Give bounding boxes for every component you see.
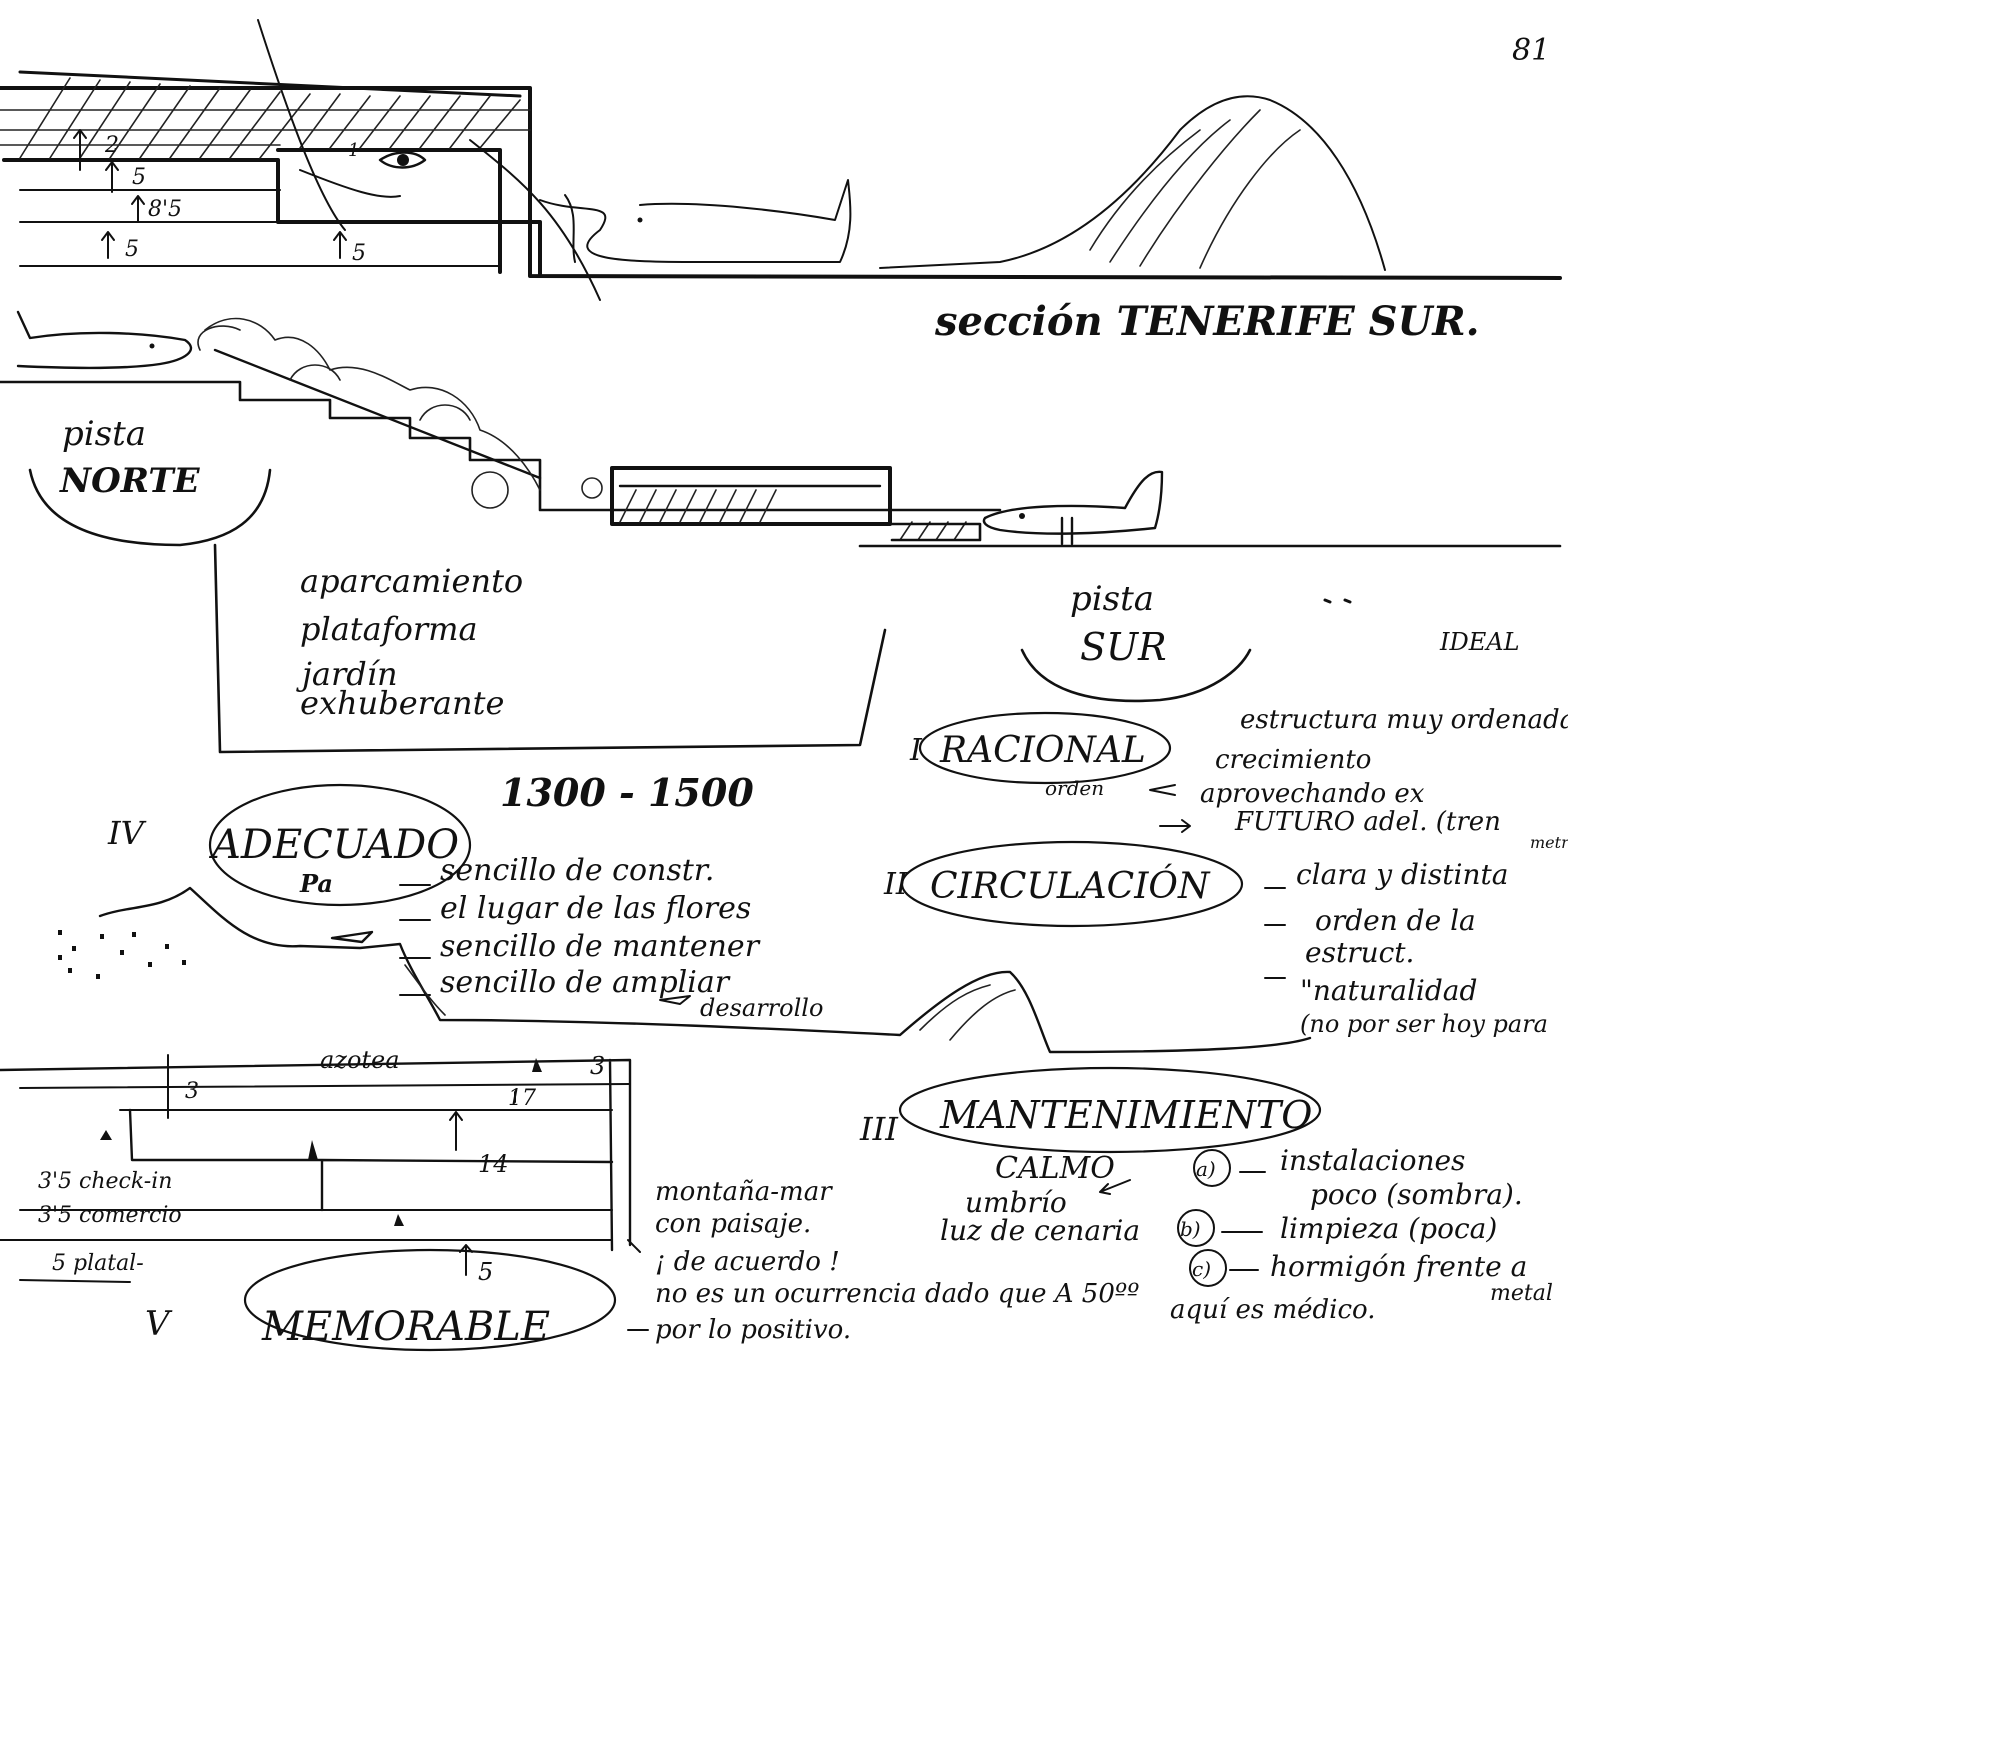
racional-note-2: crecimiento [1215,745,1371,775]
margin-note-ideal: IDEAL [1439,628,1520,656]
program-item-lush: exhuberante [300,684,504,722]
mantenimiento-marker-b: b) [1180,1217,1201,1241]
circulacion-note-5: (no por ser hoy para [1300,1010,1548,1038]
pista-sur-line1: pista [1070,579,1154,619]
memorable-note-5: por lo positivo. [655,1315,851,1345]
principle-circulacion: II CIRCULACIÓN clara y distinta orden de… [883,840,1548,1038]
dim-right-5: 5 [352,241,366,266]
bottom-section-drawing: azotea 3 3 17 14 5 3'5 check-in 3'5 come… [0,1046,632,1286]
mantenimiento-numeral: III [859,1110,899,1148]
mantenimiento-word-umbrio: umbrío [965,1186,1067,1219]
dim-bottom-3-right: 3 [590,1052,605,1080]
pista-sur-label: pista SUR [1020,579,1352,703]
mantenimiento-footnote: aquí es médico. [1170,1295,1376,1325]
pista-norte-label: pista NORTE [28,414,272,547]
mantenimiento-word-luz: luz de cenaria [940,1214,1140,1247]
memorable-circle [243,1248,617,1352]
sketch-sheet: 81 2 5 8'5 5 5 1 sección TENERIFE SUR. [0,19,1568,1352]
dim-14: 14 [478,1150,509,1178]
roof-label: azotea [320,1046,400,1074]
adecuado-title: ADECUADO [208,822,459,868]
top-section-drawing: 2 5 8'5 5 5 1 [0,19,1562,301]
adecuado-prefix: Pa [299,869,333,898]
pista-norte-line2: NORTE [59,461,201,501]
racional-sub: orden [1045,776,1104,800]
mantenimiento-marker-c: c) [1192,1257,1211,1281]
dim-top-5-low: 5 [125,237,139,262]
adecuado-note-2: el lugar de las flores [440,891,751,926]
platform-hatching [619,489,967,541]
circulacion-note-3: estruct. [1305,936,1414,969]
racional-title: RACIONAL [939,730,1146,771]
principle-racional: I RACIONAL orden estructura muy ordenada… [909,705,1568,852]
adecuado-note-1: sencillo de constr. [440,853,714,888]
memorable-note-4: no es un ocurrencia dado que A 50ºº [655,1279,1139,1309]
racional-circle [918,711,1172,785]
adecuado-note-4: sencillo de ampliar [440,965,731,1000]
mantenimiento-title: MANTENIMIENTO [939,1093,1312,1137]
program-item-platform: plataforma [300,610,478,648]
mantenimiento-item-3: limpieza (poca) [1280,1212,1497,1245]
dim-small-1: 1 [348,140,359,161]
mantenimiento-item-1: instalaciones [1280,1144,1465,1177]
principle-memorable: V MEMORABLE montaña-mar con paisaje. ¡ d… [145,1177,1139,1352]
middle-section-drawing [0,310,1562,548]
city-dots [58,930,186,979]
racional-note-5: metro [1530,833,1568,852]
adecuado-note-3: sencillo de mantener [440,929,761,964]
memorable-note-3: ¡ de acuerdo ! [655,1247,840,1277]
racional-note-3: aprovechando ex [1200,779,1425,809]
level-plataforma: 5 platal- [52,1251,144,1276]
memorable-note-1: montaña-mar [655,1177,833,1207]
program-item-garden: jardín [296,655,398,693]
section-title: sección TENERIFE SUR. [934,298,1480,345]
adecuado-note-5: desarrollo [700,994,823,1022]
mantenimiento-item-4: hormigón frente a [1270,1250,1527,1283]
level-checkin: 3'5 check-in [38,1169,172,1194]
circulacion-numeral: II [883,867,909,902]
dim-bottom-3-left: 3 [185,1079,199,1104]
program-box: aparcamiento plataforma jardín exhuberan… [213,543,887,754]
dim-17: 17 [508,1086,536,1111]
circulacion-circle [900,840,1244,928]
dim-top-5: 5 [132,165,146,190]
mantenimiento-circle [898,1066,1322,1154]
dim-5: 5 [478,1258,493,1286]
mantenimiento-marker-a: a) [1196,1157,1216,1181]
circulacion-note-2: orden de la [1315,904,1476,937]
circulacion-note-4: "naturalidad [1300,974,1477,1007]
adecuado-numeral: IV [107,814,147,852]
racional-numeral: I [909,733,923,768]
circulacion-note-1: clara y distinta [1296,858,1508,891]
roof-hatching [0,77,531,159]
mantenimiento-item-5: metal [1490,1281,1553,1306]
page-number: 81 [1512,33,1550,68]
pista-sur-line2: SUR [1080,625,1167,669]
height-range: 1300 - 1500 [500,770,754,815]
principle-adecuado: IV ADECUADO Pa sencillo de constr. el lu… [107,783,823,1022]
racional-note-1: estructura muy ordenada [1240,705,1568,735]
level-comercio: 3'5 comercio [38,1203,182,1228]
memorable-note-2: con paisaje. [655,1209,811,1239]
dim-top-2: 2 [104,133,119,158]
program-item-parking: aparcamiento [300,562,523,600]
memorable-numeral: V [145,1304,173,1344]
adecuado-circle [208,783,472,907]
circulacion-title: CIRCULACIÓN [930,865,1211,907]
memorable-title: MEMORABLE [261,1304,550,1350]
coastline-sketch [58,886,1312,1054]
mantenimiento-word-calmo: CALMO [995,1151,1115,1186]
dim-top-8-5: 8'5 [148,197,182,222]
principle-mantenimiento: III MANTENIMIENTO CALMO umbrío luz de ce… [859,1066,1553,1325]
mantenimiento-item-2: poco (sombra). [1310,1178,1523,1211]
sketch-drawing: 81 2 5 8'5 5 5 1 sección TENERIFE SUR. [0,19,1568,1352]
racional-note-4: FUTURO adel. (tren [1234,807,1501,837]
pista-norte-line1: pista [62,414,146,454]
